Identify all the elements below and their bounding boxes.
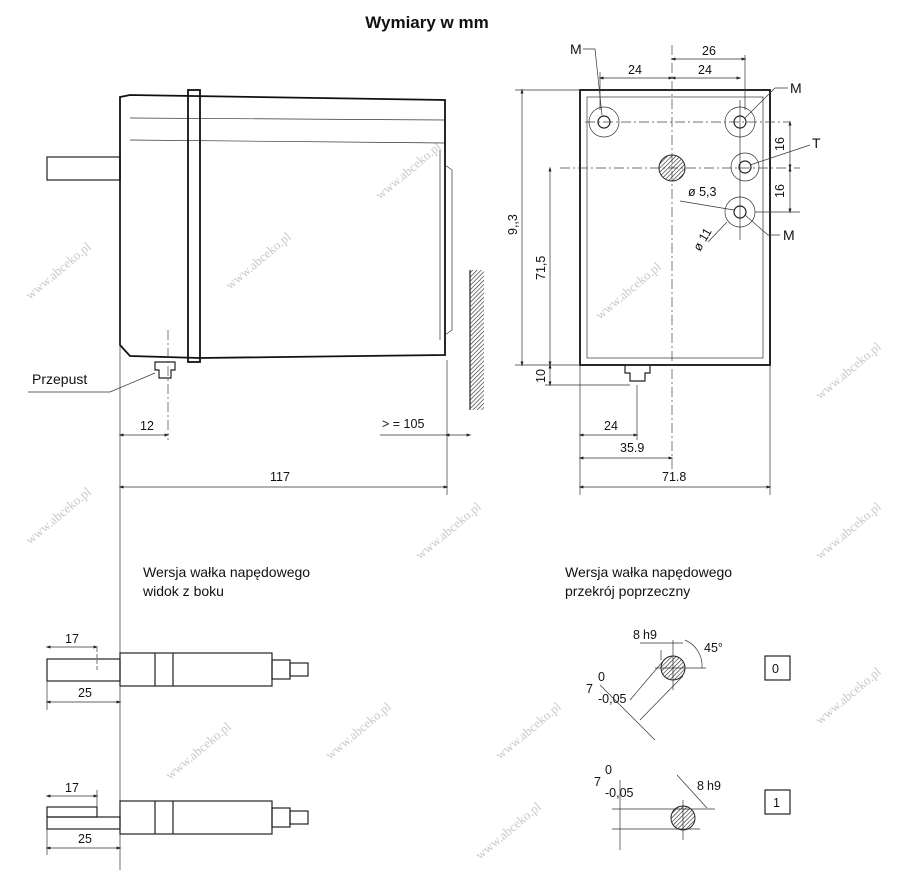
shaft-version-0: 17 25 (45, 632, 309, 710)
dim-diameter-11: ø 11 (690, 226, 714, 254)
mounting-flange (187, 89, 201, 363)
page-title: Wymiary w mm (365, 13, 488, 32)
watermark-layer: www.abceko.pl www.abceko.pl www.abceko.pl w… (22, 139, 884, 863)
shaft-section-subheading: przekrój poprzeczny (565, 583, 690, 599)
watermark-text: www.abceko.pl (22, 484, 94, 548)
section-version-1: 7 0 -0,05 8 h9 1 (594, 763, 791, 850)
shaft-cross-sections: Wersja wałka napędowego przekrój poprzec… (565, 564, 791, 850)
label-m1: M (570, 41, 582, 57)
watermark-text: www.abceko.pl (592, 259, 664, 323)
watermark-text: www.abceko.pl (812, 664, 884, 728)
version-box-0: 0 (772, 662, 779, 676)
dim-16-bottom: 16 (773, 184, 787, 198)
dim-25-v1: 25 (78, 832, 92, 846)
dim-71-8: 71.8 (662, 470, 686, 484)
dim-35-9: 35.9 (620, 441, 644, 455)
watermark-text: www.abceko.pl (372, 139, 444, 203)
dim-7-tol-upper-v0: 0 (598, 670, 605, 684)
dim-8-v0: 8 (633, 628, 640, 642)
wall-hatch (470, 270, 484, 410)
dim-16-top: 16 (773, 137, 787, 151)
shaft-section-heading: Wersja wałka napędowego (565, 564, 732, 580)
dim-7-tol-lower-v0: -0,05 (598, 692, 627, 706)
gland-label: Przepust (32, 371, 87, 387)
dim-8-v1: 8 (697, 779, 704, 793)
watermark-text: www.abceko.pl (472, 799, 544, 863)
shaft-side-views: Wersja wałka napędowego widok z boku 17 … (45, 564, 310, 855)
watermark-text: www.abceko.pl (22, 239, 94, 303)
label-m2: M (790, 80, 802, 96)
watermark-text: www.abceko.pl (322, 699, 394, 763)
drive-shaft (46, 156, 121, 181)
shaft-side-subheading: widok z boku (142, 583, 224, 599)
shaft-side-heading: Wersja wałka napędowego (143, 564, 310, 580)
watermark-text: www.abceko.pl (492, 699, 564, 763)
version-box-1: 1 (773, 796, 780, 810)
section-version-0: 8 h9 45° 7 0 -0,05 0 (586, 628, 791, 741)
dim-26: 26 (702, 44, 716, 58)
dim-7-tol-lower-v1: -0,05 (605, 786, 634, 800)
actuator-body (119, 94, 446, 359)
dim-117: 117 (270, 470, 290, 484)
label-m3: M (783, 227, 795, 243)
cable-gland-front (624, 364, 651, 382)
dim-7-v0: 7 (586, 682, 593, 696)
shaft-section (658, 154, 686, 182)
dim-17-v0: 17 (65, 632, 79, 646)
watermark-text: www.abceko.pl (222, 229, 294, 293)
dim-10: 10 (534, 369, 548, 383)
dim-24-bottom: 24 (604, 419, 618, 433)
label-t: T (812, 135, 821, 151)
watermark-text: www.abceko.pl (812, 339, 884, 403)
side-view: Przepust 12 > = 105 117 (28, 89, 484, 870)
front-view: M M T M 26 24 24 16 16 ø 5,3 ø 11 9,,3 7… (506, 41, 821, 495)
watermark-text: www.abceko.pl (162, 719, 234, 783)
dim-diameter-5-3: ø 5,3 (688, 185, 717, 199)
cable-gland (154, 361, 176, 379)
dim-8-tol-v1: h9 (707, 779, 721, 793)
dim-12: 12 (140, 419, 154, 433)
mount-hole-m1 (588, 106, 620, 138)
dim-17-v1: 17 (65, 781, 79, 795)
mount-hole-m2 (724, 106, 756, 138)
dim-25-v0: 25 (78, 686, 92, 700)
dim-93: 9,,3 (506, 214, 520, 235)
actuator-front (579, 89, 771, 366)
angle-45: 45° (704, 641, 723, 655)
dim-8-tol-v0: h9 (643, 628, 657, 642)
dim-7-tol-upper-v1: 0 (605, 763, 612, 777)
dim-min-clearance: > = 105 (382, 417, 424, 431)
dim-24-left: 24 (628, 63, 642, 77)
hole-t (730, 152, 760, 182)
dim-71-5: 71,5 (534, 256, 548, 280)
dim-7-v1: 7 (594, 775, 601, 789)
watermark-text: www.abceko.pl (412, 499, 484, 563)
watermark-text: www.abceko.pl (812, 499, 884, 563)
shaft-version-1: 17 25 (45, 781, 309, 855)
dim-24-right: 24 (698, 63, 712, 77)
